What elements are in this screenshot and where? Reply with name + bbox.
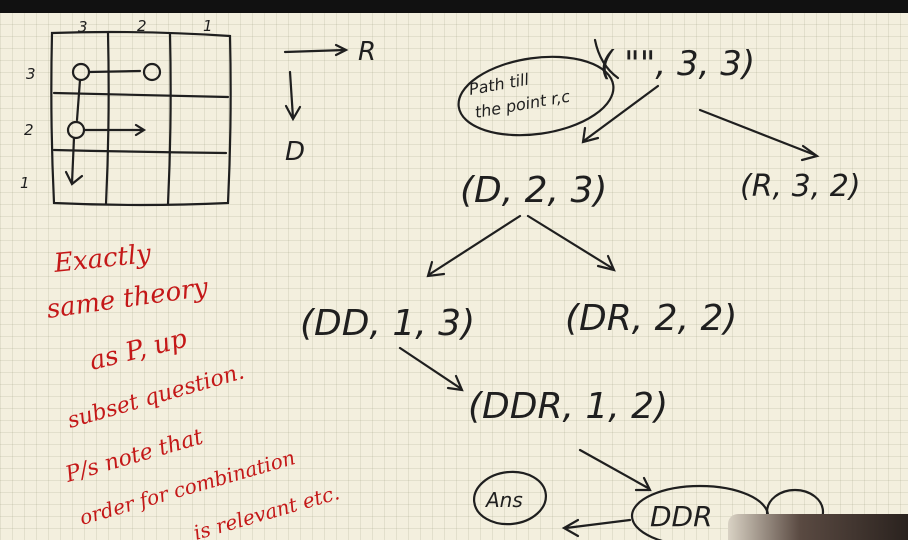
row-label-1: 1 — [20, 174, 30, 192]
col-label-2: 2 — [137, 17, 147, 35]
level1-arrows — [426, 214, 616, 278]
node-ddr: (DDR, 1, 2) — [468, 386, 668, 427]
grid-labels: 3 2 1 3 2 1 — [20, 17, 213, 192]
col-label-1: 1 — [203, 17, 213, 35]
red-notes: Exactly same theory as P, up subset ques… — [45, 239, 342, 540]
row-label-3: 3 — [26, 65, 36, 83]
legend-right-label: R — [358, 37, 376, 67]
node-bottom: DDR — [650, 500, 713, 533]
top-bar — [0, 0, 908, 13]
red-note-3: as P, up — [86, 324, 190, 377]
node-d: (D, 2, 3) — [460, 170, 607, 211]
col-label-3: 3 — [78, 18, 88, 36]
legend-arrows — [283, 43, 349, 122]
node-r: (R, 3, 2) — [740, 169, 861, 204]
red-note-1: Exactly — [52, 239, 153, 279]
grid-drawing — [50, 30, 232, 207]
level3-drawing — [472, 448, 825, 540]
legend-labels: R D — [285, 37, 376, 167]
root-tuple: ( "", 3, 3) — [600, 44, 755, 84]
legend-down-label: D — [285, 137, 305, 167]
root-drawing — [457, 38, 820, 162]
webcam-overlay — [728, 514, 908, 540]
node-dr: (DR, 2, 2) — [565, 298, 737, 339]
red-note-2: same theory — [45, 273, 210, 325]
node-dd: (DD, 1, 3) — [300, 303, 475, 344]
row-label-2: 2 — [24, 121, 34, 139]
level2-arrow — [398, 346, 464, 392]
ans-label: Ans — [484, 488, 523, 512]
root-note: Path till the point r,c — [467, 70, 571, 122]
